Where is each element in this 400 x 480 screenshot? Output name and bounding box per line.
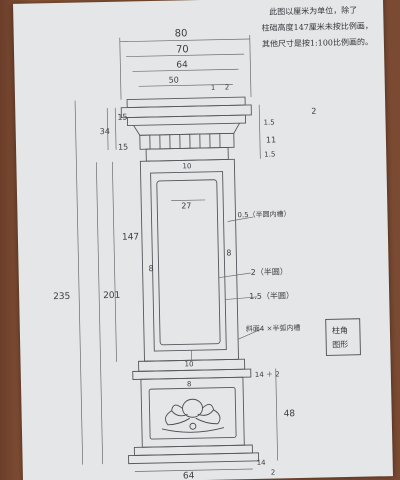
dim-right-2: 2: [311, 107, 316, 116]
dim-base-48: 48: [284, 409, 296, 419]
dim-bottom-10: 10: [185, 360, 194, 368]
dim-base-64: 64: [183, 471, 195, 480]
base-panel: [148, 386, 237, 440]
dim-left-15a: 15: [117, 113, 127, 122]
dim-base-14: 14: [257, 459, 267, 467]
dim-semicircle-15: 1.5（半圆）: [249, 290, 294, 301]
dim-left-201: 201: [103, 291, 120, 301]
dim-left-235: 235: [53, 292, 70, 302]
note-line-3: 其他尺寸是按1:100比例画的。: [262, 36, 373, 48]
dim-right-11: 11: [266, 135, 276, 144]
dim-semicircle-2: 2（半圆）: [251, 266, 288, 277]
dim-top-64: 64: [176, 60, 188, 70]
dim-left-15b: 15: [118, 143, 128, 152]
lotus-carving-icon: [161, 398, 225, 433]
dim-top-80: 80: [175, 28, 188, 39]
dim-gap-8a: 8: [148, 264, 153, 273]
dim-top-50: 50: [169, 75, 179, 84]
dim-groove-label: 0.5（半圆内槽）: [237, 209, 290, 219]
panel-inner: [156, 179, 221, 346]
panel-outer: [150, 171, 227, 352]
capital-band: [126, 114, 247, 127]
note-line-2: 柱础高度147厘米未按比例画，: [261, 20, 372, 32]
stamp-box: 柱角 图形: [325, 318, 361, 356]
dim-right-1-5b: 1.5: [264, 150, 275, 158]
stamp-line-2: 图形: [332, 340, 348, 349]
note-line-1: 此图以厘米为单位，除了: [269, 5, 357, 17]
dim-chamfer-label: 斜面4 ×半弧内槽: [246, 323, 301, 333]
dim-right-1-5: 1.5: [263, 118, 274, 126]
neck: [145, 146, 229, 162]
dim-base-2: 2: [271, 469, 276, 477]
flute-lines: [149, 133, 221, 150]
dim-left-34: 34: [100, 127, 110, 136]
stamp-line-1: 柱角: [332, 325, 348, 335]
dim-panel-27: 27: [181, 201, 191, 210]
drawing-paper: 此图以厘米为单位，除了 柱础高度147厘米未按比例画， 其他尺寸是按1:100比…: [13, 0, 393, 480]
dim-gap-8b: 8: [226, 248, 231, 257]
dim-base-8: 8: [187, 380, 192, 388]
dim-top-70: 70: [176, 44, 189, 55]
pillar-drawing: 此图以厘米为单位，除了 柱础高度147厘米未按比例画， 其他尺寸是按1:100比…: [53, 5, 373, 480]
dim-neck-10: 10: [182, 162, 191, 170]
dim-tag-1: 1: [211, 84, 216, 92]
shaft: [139, 158, 239, 362]
dim-tag-2: 2: [225, 83, 230, 91]
dim-base-14-2: 14 ＋ 2: [255, 370, 280, 379]
plinth-bottom: [128, 452, 260, 465]
dim-left-147: 147: [122, 232, 139, 242]
